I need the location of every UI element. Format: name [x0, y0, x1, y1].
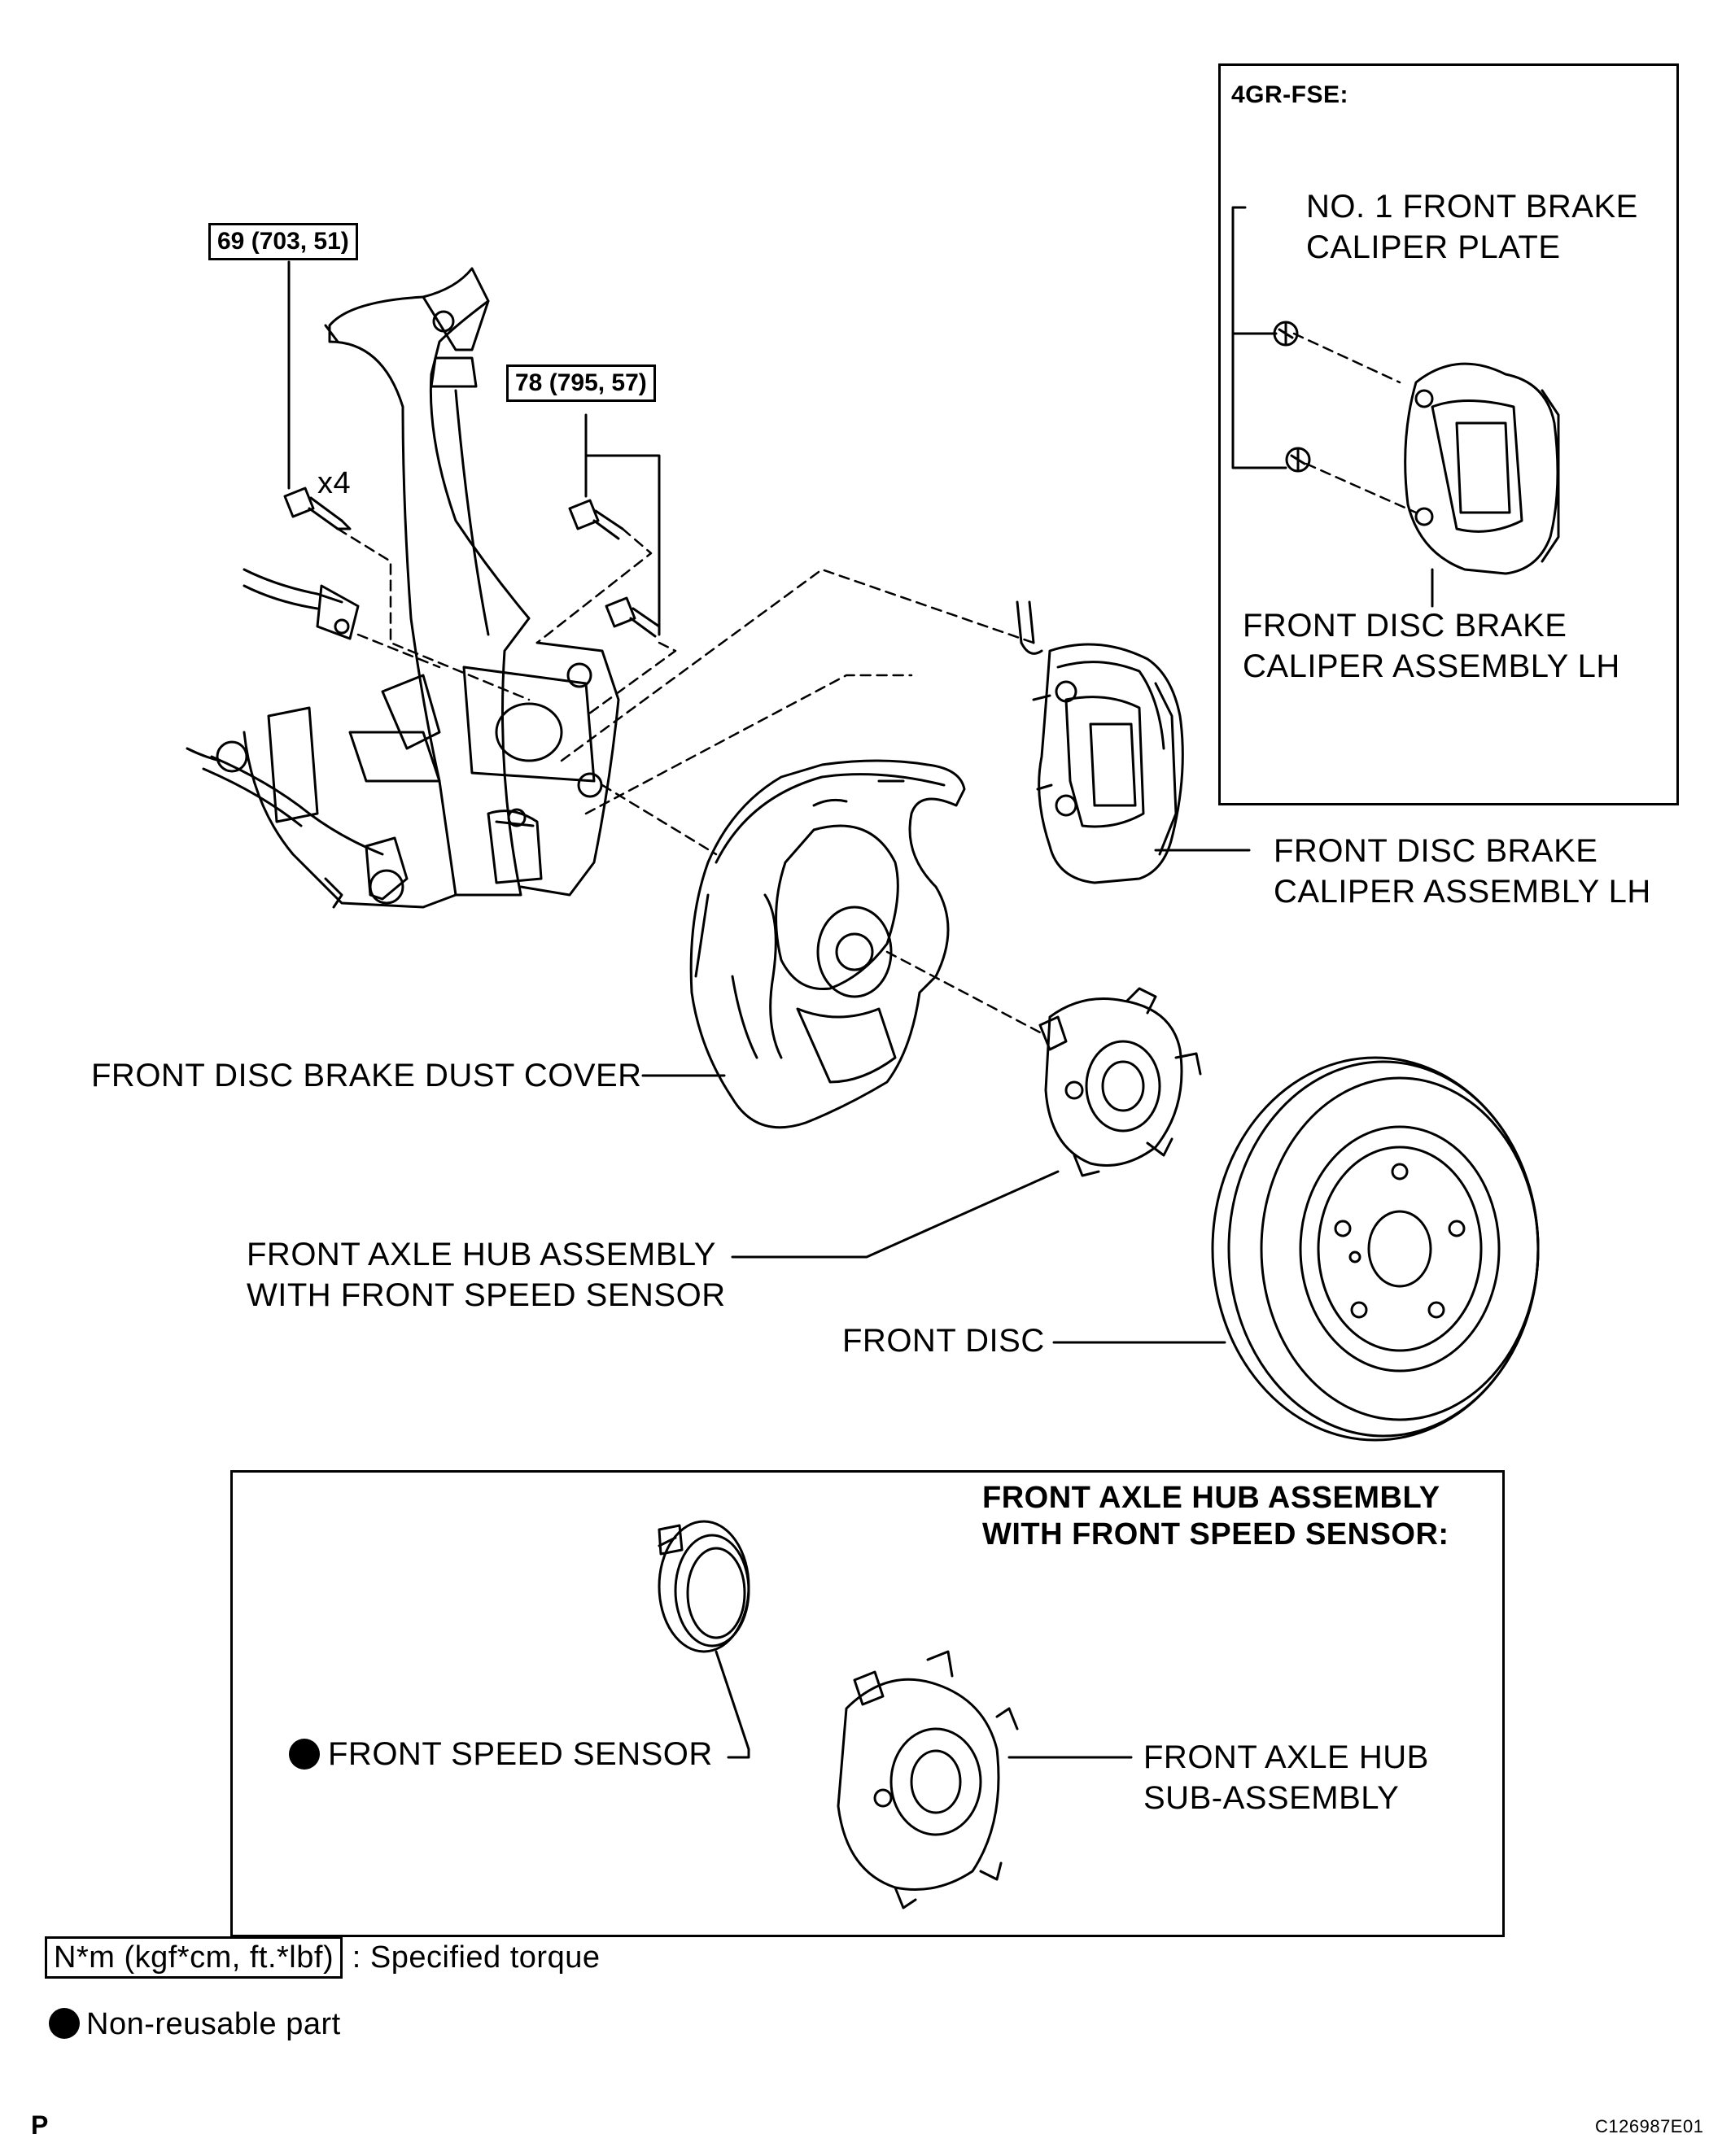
torque-box-caliper-bolts: 78 (795, 57) [506, 364, 656, 402]
inset-title: 4GR-FSE: [1231, 81, 1349, 108]
hub-assembly [1038, 987, 1202, 1177]
inset-hub-title-line1: FRONT AXLE HUB ASSEMBLY [982, 1481, 1440, 1515]
dust-cover [689, 759, 966, 1129]
speed-sensor-label: FRONT SPEED SENSOR [289, 1735, 713, 1774]
inset-caliper-label-line2: CALIPER ASSEMBLY LH [1243, 648, 1620, 684]
legend-nonreusable: Non-reusable part [49, 2005, 341, 2044]
torque-legend-text: : Specified torque [352, 1940, 601, 1975]
section-letter: P [31, 2110, 49, 2140]
bolt-quantity: x4 [317, 466, 352, 500]
inset-4gr-fse-frame [1218, 63, 1679, 805]
disc-label: FRONT DISC [842, 1323, 1045, 1359]
plate-label-line2: CALIPER PLATE [1306, 229, 1561, 265]
front-disc-rotor [1211, 1056, 1540, 1442]
hub-sub-assembly [837, 1650, 1019, 1909]
inset-hub-assembly-frame [230, 1470, 1505, 1937]
alignment-dashes [336, 332, 1418, 1035]
inset-hub-title-line2: WITH FRONT SPEED SENSOR: [982, 1517, 1449, 1552]
caliper-bolt-upper [568, 499, 624, 540]
hub-sub-label-line1: FRONT AXLE HUB [1143, 1739, 1429, 1775]
inset-caliper-4gr [1404, 362, 1560, 575]
caliper-label-line2: CALIPER ASSEMBLY LH [1274, 874, 1651, 910]
plate-label-line1: NO. 1 FRONT BRAKE [1306, 189, 1638, 225]
speed-sensor-ring [658, 1520, 750, 1653]
knuckle-bolt [283, 487, 352, 530]
caliper-label-line1: FRONT DISC BRAKE [1274, 833, 1598, 869]
speed-sensor-wire [243, 568, 360, 640]
hub-sub-label-line2: SUB-ASSEMBLY [1143, 1780, 1400, 1816]
non-reusable-legend-icon [49, 2008, 80, 2039]
illustration-code: C126987E01 [1595, 2116, 1704, 2136]
torque-box-upper-bolts: 69 (703, 51) [208, 223, 358, 260]
hub-label-line2: WITH FRONT SPEED SENSOR [247, 1277, 726, 1313]
hub-label-line1: FRONT AXLE HUB ASSEMBLY [247, 1237, 716, 1272]
caliper-bolt-lower [605, 596, 661, 638]
torque-leader-caliper [584, 413, 661, 636]
hub-leader [731, 1170, 1060, 1259]
sensor-leader [715, 1650, 750, 1759]
speed-sensor-text: FRONT SPEED SENSOR [328, 1736, 713, 1772]
inset-caliper-label-line1: FRONT DISC BRAKE [1243, 608, 1567, 644]
nonreusable-legend-text: Non-reusable part [86, 2007, 341, 2041]
steering-knuckle [186, 267, 620, 909]
non-reusable-icon [289, 1739, 320, 1770]
caliper-assembly [1016, 600, 1184, 884]
dust-cover-label: FRONT DISC BRAKE DUST COVER [91, 1058, 642, 1093]
torque-unit-box: N*m (kgf*cm, ft.*lbf) [45, 1936, 343, 1979]
legend-torque: N*m (kgf*cm, ft.*lbf) : Specified torque [45, 1936, 600, 1979]
plate-leader [1231, 206, 1287, 469]
